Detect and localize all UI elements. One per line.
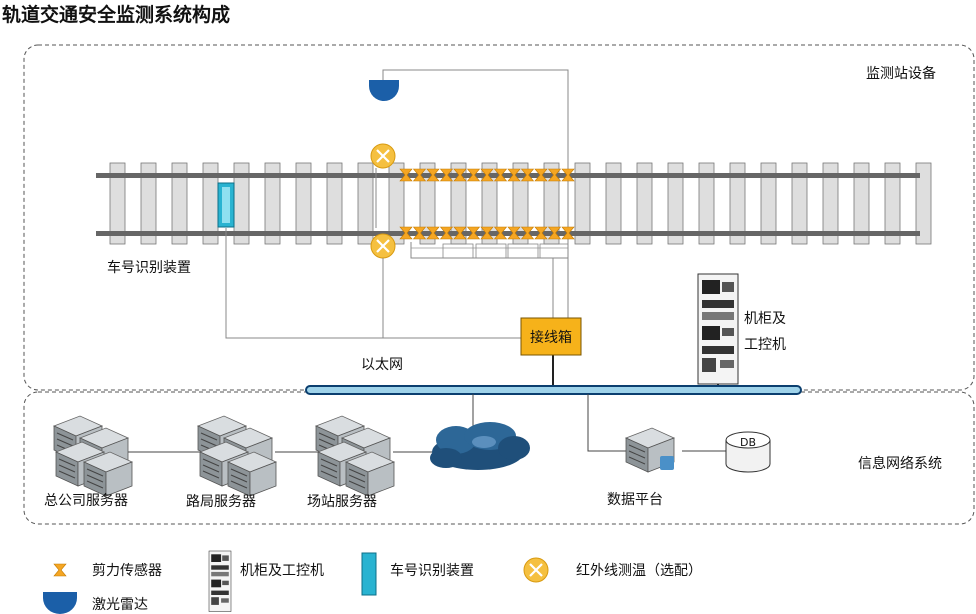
track-sleeper [388,162,405,245]
legend-cabinet-label: 机柜及工控机 [240,563,324,579]
junction-box [520,317,582,356]
track-sleeper [822,162,839,245]
track-sleeper [109,162,126,245]
infrared-sensor-top-icon [369,142,397,170]
db-label: DB [740,436,756,449]
car-id-device-label: 车号识别装置 [107,259,191,276]
legend-car-id-icon [361,552,377,596]
detection-boxes [442,243,569,259]
rail-bottom [96,231,920,236]
track-sleeper [357,162,374,245]
legend: 剪力传感器 机柜及工控机 车号识别装置 红外线测温（选配） 激光雷达 [43,550,702,614]
track-sleeper [698,162,715,245]
cabinet-label-line2: 工控机 [744,337,786,353]
monitoring-station-label: 监测站设备 [866,65,936,82]
track-sleeper [574,162,591,245]
data-platform-label: 数据平台 [607,492,663,508]
track-sleeper [915,162,932,245]
legend-infrared-label: 红外线测温（选配） [576,563,702,579]
legend-shear-sensor-icon [53,563,67,577]
legend-cabinet-icon [208,550,232,612]
track-sleeper [264,162,281,245]
track-sleeper [729,162,746,245]
ethernet-bus [305,385,802,395]
laser-radar-icon [369,80,399,101]
bureau-server-label: 路局服务器 [186,494,256,510]
track-sleeper [140,162,157,245]
track-sleeper [636,162,653,245]
legend-laser-radar-icon [43,592,77,614]
legend-shear-sensor-label: 剪力传感器 [92,562,162,579]
legend-laser-radar-label: 激光雷达 [92,596,148,613]
infrared-sensor-bottom-icon [369,232,397,260]
track-sleeper [853,162,870,245]
data-platform-server-icon [625,427,675,473]
track-sleeper [605,162,622,245]
rail-top [96,173,920,178]
database-icon: DB [725,431,771,473]
info-network-region [23,391,975,525]
track-sleeper [667,162,684,245]
track-sleeper [171,162,188,245]
internet-cloud-icon [430,422,530,470]
wire-car-id [225,228,521,339]
station-server-icon [315,415,395,497]
bureau-server-icon [197,415,277,497]
track-sleeper [791,162,808,245]
cabinet-label-line1: 机柜及 [744,311,786,327]
legend-infrared-icon [522,556,550,584]
track-sleepers [109,162,932,245]
hq-server-icon [53,415,133,497]
ethernet-label: 以太网 [361,357,403,373]
hq-server-label: 总公司服务器 [44,493,128,509]
track-sleeper [884,162,901,245]
cabinet-icon [697,273,739,385]
legend-car-id-label: 车号识别装置 [390,562,474,579]
track-sleeper [760,162,777,245]
wire-data-platform [587,394,626,452]
info-network-label: 信息网络系统 [858,455,942,472]
diagram-title: 轨道交通安全监测系统构成 [2,3,230,26]
track-sleeper [326,162,343,245]
junction-box-label: 接线箱 [530,329,572,346]
track-sleeper [295,162,312,245]
wire-radar [382,69,569,259]
station-server-label: 场站服务器 [307,494,377,510]
track-sleeper [419,162,436,245]
car-id-device-highlight [222,187,230,223]
